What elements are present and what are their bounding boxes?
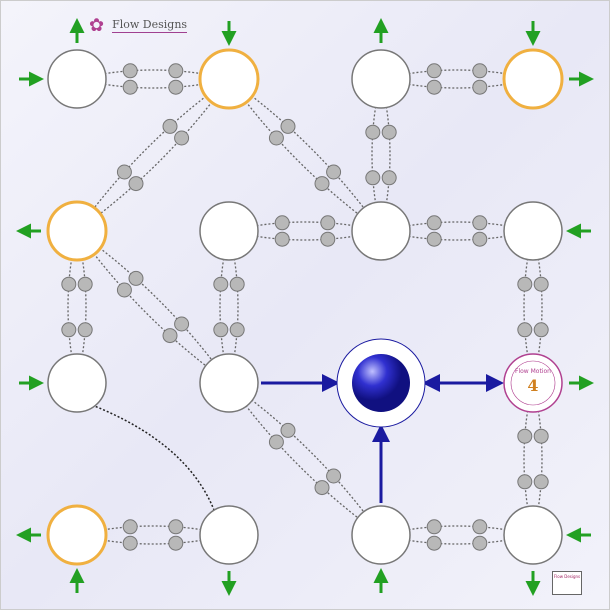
bead[interactable] <box>365 170 381 186</box>
bead[interactable] <box>426 231 442 247</box>
bead[interactable] <box>533 428 549 444</box>
bead[interactable] <box>174 316 190 332</box>
bead[interactable] <box>517 428 533 444</box>
bead[interactable] <box>426 535 442 551</box>
link-strand <box>76 78 230 232</box>
bead[interactable] <box>128 270 144 286</box>
bead[interactable] <box>314 176 330 192</box>
bead[interactable] <box>320 215 336 231</box>
white-node[interactable] <box>199 353 259 413</box>
bead[interactable] <box>517 276 533 292</box>
bead[interactable] <box>168 535 184 551</box>
bead[interactable] <box>122 79 138 95</box>
white-node[interactable] <box>351 505 411 565</box>
bead[interactable] <box>174 130 190 146</box>
bead[interactable] <box>268 130 284 146</box>
bead[interactable] <box>381 124 397 140</box>
bead[interactable] <box>162 328 178 344</box>
bead[interactable] <box>326 468 342 484</box>
bead[interactable] <box>426 79 442 95</box>
orange-node[interactable] <box>502 48 564 110</box>
bead[interactable] <box>213 322 229 338</box>
bead[interactable] <box>61 276 77 292</box>
bead[interactable] <box>77 322 93 338</box>
bead[interactable] <box>213 276 229 292</box>
bead[interactable] <box>472 79 488 95</box>
white-node[interactable] <box>503 201 563 261</box>
bead[interactable] <box>116 164 132 180</box>
bead[interactable] <box>168 519 184 535</box>
bead[interactable] <box>162 118 178 134</box>
bead[interactable] <box>229 322 245 338</box>
brand-name: Flow Designs <box>112 18 188 33</box>
seal-text: Flow Motion <box>515 368 551 375</box>
orange-node[interactable] <box>198 48 260 110</box>
bead[interactable] <box>472 231 488 247</box>
bead[interactable] <box>61 322 77 338</box>
blue-ball[interactable] <box>352 354 410 412</box>
corner-badge-text: Flow Designs <box>553 574 581 579</box>
bead[interactable] <box>274 215 290 231</box>
white-node[interactable] <box>199 201 259 261</box>
bead[interactable] <box>122 519 138 535</box>
link-strand <box>228 78 382 232</box>
white-node[interactable] <box>199 505 259 565</box>
bead[interactable] <box>426 215 442 231</box>
bead[interactable] <box>268 434 284 450</box>
white-node[interactable] <box>503 505 563 565</box>
bead[interactable] <box>533 474 549 490</box>
bead[interactable] <box>517 474 533 490</box>
bead[interactable] <box>280 118 296 134</box>
bead[interactable] <box>116 282 132 298</box>
bead[interactable] <box>326 164 342 180</box>
brand-logo: ✿ Flow Designs <box>89 15 188 36</box>
seal-ring <box>510 360 556 406</box>
bead[interactable] <box>320 231 336 247</box>
bead[interactable] <box>472 535 488 551</box>
bead[interactable] <box>533 276 549 292</box>
bead[interactable] <box>229 276 245 292</box>
bead[interactable] <box>122 63 138 79</box>
bead[interactable] <box>472 519 488 535</box>
bead[interactable] <box>274 231 290 247</box>
bead[interactable] <box>128 176 144 192</box>
bead[interactable] <box>381 170 397 186</box>
bead[interactable] <box>472 63 488 79</box>
white-node[interactable] <box>351 201 411 261</box>
link-strand <box>76 230 230 384</box>
seal-node[interactable] <box>503 353 563 413</box>
bead[interactable] <box>472 215 488 231</box>
orange-node[interactable] <box>46 504 108 566</box>
white-node[interactable] <box>47 353 107 413</box>
bead[interactable] <box>168 63 184 79</box>
bead[interactable] <box>280 422 296 438</box>
bead[interactable] <box>314 480 330 496</box>
seal-number: 4 <box>527 376 538 395</box>
white-node[interactable] <box>351 49 411 109</box>
white-node[interactable] <box>47 49 107 109</box>
bead[interactable] <box>365 124 381 140</box>
orange-node[interactable] <box>46 200 108 262</box>
bead[interactable] <box>533 322 549 338</box>
link-strand <box>76 230 230 384</box>
link-strand <box>228 78 382 232</box>
bead[interactable] <box>77 276 93 292</box>
bead[interactable] <box>122 535 138 551</box>
link-strand <box>76 78 230 232</box>
bead[interactable] <box>426 63 442 79</box>
bead[interactable] <box>517 322 533 338</box>
dotted-path <box>91 404 215 511</box>
corner-badge: Flow Designs <box>552 571 582 595</box>
bead[interactable] <box>426 519 442 535</box>
bead[interactable] <box>168 79 184 95</box>
flower-icon: ✿ <box>89 15 105 35</box>
